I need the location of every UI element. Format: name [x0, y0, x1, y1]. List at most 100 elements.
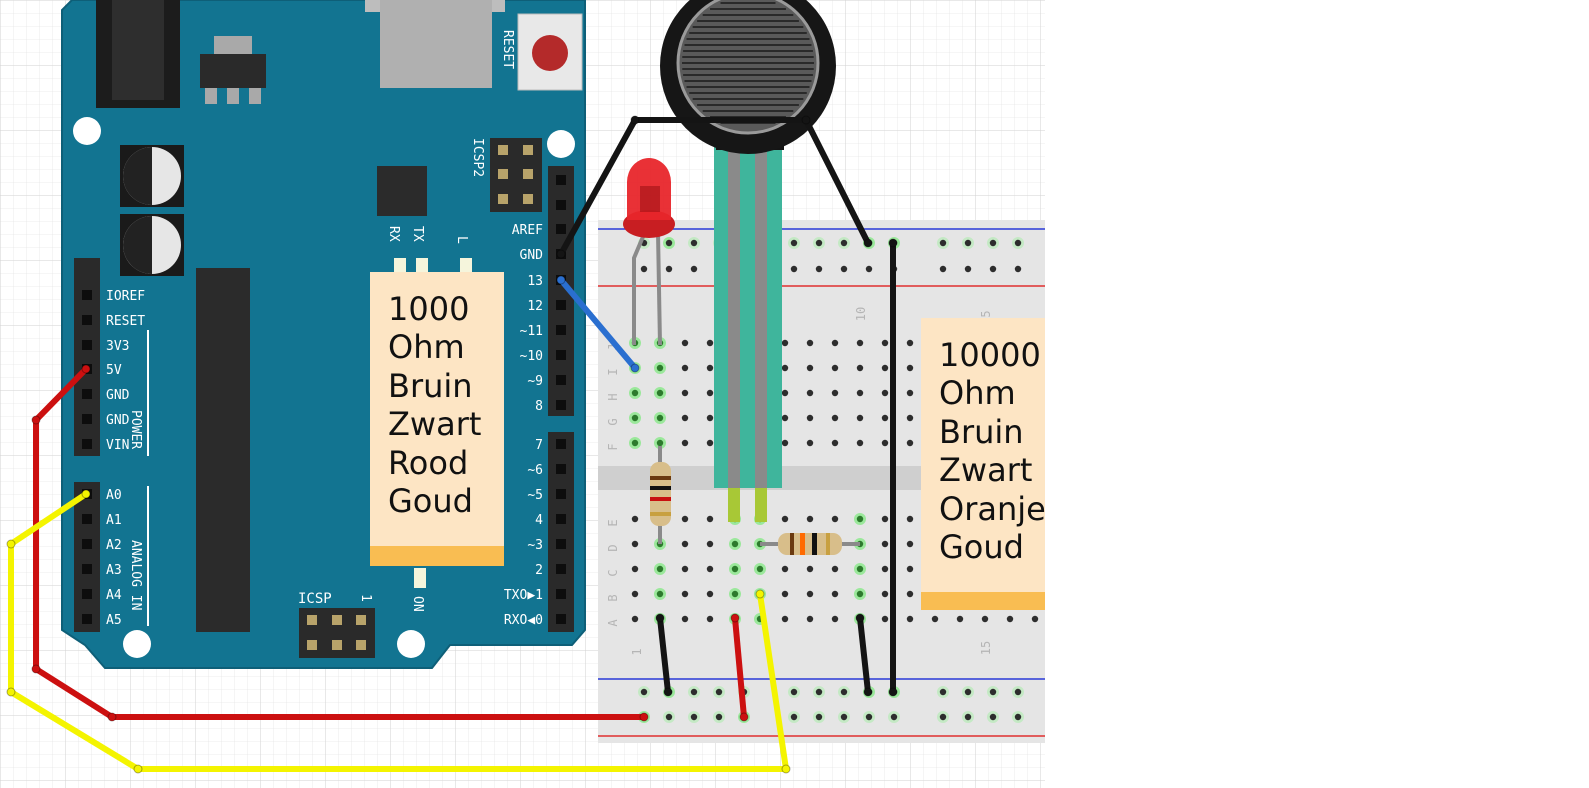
breadboard-hole [831, 439, 839, 447]
wires [6, 115, 898, 774]
wire-end [6, 687, 16, 697]
breadboard-hole [906, 515, 914, 523]
row-letter: I [606, 368, 620, 375]
header-pin [556, 300, 566, 310]
wire-yellow-a0 [8, 491, 789, 772]
header-pin [82, 439, 92, 449]
breadboard-hole [656, 364, 664, 372]
regulator-leg [249, 88, 261, 104]
wire-end [739, 712, 749, 722]
breadboard-hole [831, 515, 839, 523]
digital-pin-label: ~6 [527, 463, 543, 478]
breadboard-hole [631, 615, 639, 623]
header-pin [556, 400, 566, 410]
breadboard-hole [781, 339, 789, 347]
header-pin [556, 325, 566, 335]
icsp-pin [523, 169, 533, 179]
digital-pin-label: AREF [512, 223, 543, 238]
analog-header [74, 482, 100, 632]
capacitor [120, 214, 184, 276]
digital-pin-label: RXO◀0 [504, 613, 543, 628]
breadboard-hole [706, 590, 714, 598]
rail-hole [815, 713, 823, 721]
force-sensitive-resistor [660, 0, 836, 522]
breadboard-hole [781, 565, 789, 573]
rail-hole [865, 713, 873, 721]
rail-hole [964, 239, 972, 247]
digital-pin-label: 2 [535, 563, 543, 578]
fsr-tail [714, 120, 782, 488]
rail-hole [690, 688, 698, 696]
breadboard-hole [906, 364, 914, 372]
rail-hole [989, 713, 997, 721]
breadboard-hole [706, 414, 714, 422]
breadboard-hole [881, 515, 889, 523]
digital-pin-label: ~9 [527, 374, 543, 389]
breadboard-hole [906, 389, 914, 397]
note-footer [921, 592, 1045, 610]
wire-end [31, 415, 41, 425]
breadboard-hole [831, 615, 839, 623]
analog-pin-label: A5 [106, 613, 122, 628]
breadboard-hole [781, 414, 789, 422]
fsr-lead [755, 120, 767, 492]
rail-hole [989, 265, 997, 273]
breadboard-hole [706, 364, 714, 372]
tx-label: TX [410, 226, 425, 242]
row-letter: C [606, 569, 620, 576]
icsp-pin [498, 145, 508, 155]
fsr-ring [676, 0, 820, 135]
breadboard-hole [806, 364, 814, 372]
tx-led [416, 258, 428, 274]
rail-hole [964, 713, 972, 721]
breadboard-hole [731, 590, 739, 598]
digital-pin-label: 7 [535, 438, 543, 453]
rail-hole [840, 265, 848, 273]
analog-pin-label: A1 [106, 513, 122, 528]
wire-end [107, 712, 117, 722]
breadboard-hole [906, 439, 914, 447]
rail-hole [1014, 265, 1022, 273]
header-pin [82, 514, 92, 524]
breadboard-hole [706, 515, 714, 523]
digital-header-low [548, 432, 574, 632]
breadboard-hole [806, 615, 814, 623]
row-letter: E [606, 519, 620, 526]
mounting-hole [547, 130, 575, 158]
breadboard-hole [856, 439, 864, 447]
breadboard-hole [681, 439, 689, 447]
breadboard-hole [656, 439, 664, 447]
rail-hole [939, 265, 947, 273]
rail-hole [989, 688, 997, 696]
breadboard-hole [706, 439, 714, 447]
icsp2-label: ICSP2 [470, 138, 485, 177]
note-footer [370, 546, 504, 566]
note-text: 1000 Ohm Bruin Zwart Rood Goud [388, 290, 482, 520]
breadboard-hole [681, 615, 689, 623]
reset-button[interactable] [532, 35, 568, 71]
rail-hole [665, 239, 673, 247]
row-letter: H [606, 393, 620, 400]
breadboard-hole [881, 615, 889, 623]
breadboard-hole [881, 565, 889, 573]
breadboard-hole [681, 540, 689, 548]
breadboard-hole [806, 590, 814, 598]
breadboard-hole [881, 364, 889, 372]
capacitor [120, 145, 184, 207]
header-pin [556, 489, 566, 499]
header-pin [82, 389, 92, 399]
led-die [640, 186, 660, 212]
regulator-leg [227, 88, 239, 104]
wire-end [888, 687, 898, 697]
breadboard-hole [731, 540, 739, 548]
fsr-lead-tip [755, 488, 767, 522]
wire-end [31, 664, 41, 674]
digital-pin-label: TXO▶1 [504, 588, 543, 603]
rx-led [394, 258, 406, 274]
rail-hole [690, 713, 698, 721]
column-number: 15 [979, 641, 993, 655]
wire-end [556, 275, 566, 285]
column-number: 10 [854, 307, 868, 321]
breadboard-hole [706, 565, 714, 573]
